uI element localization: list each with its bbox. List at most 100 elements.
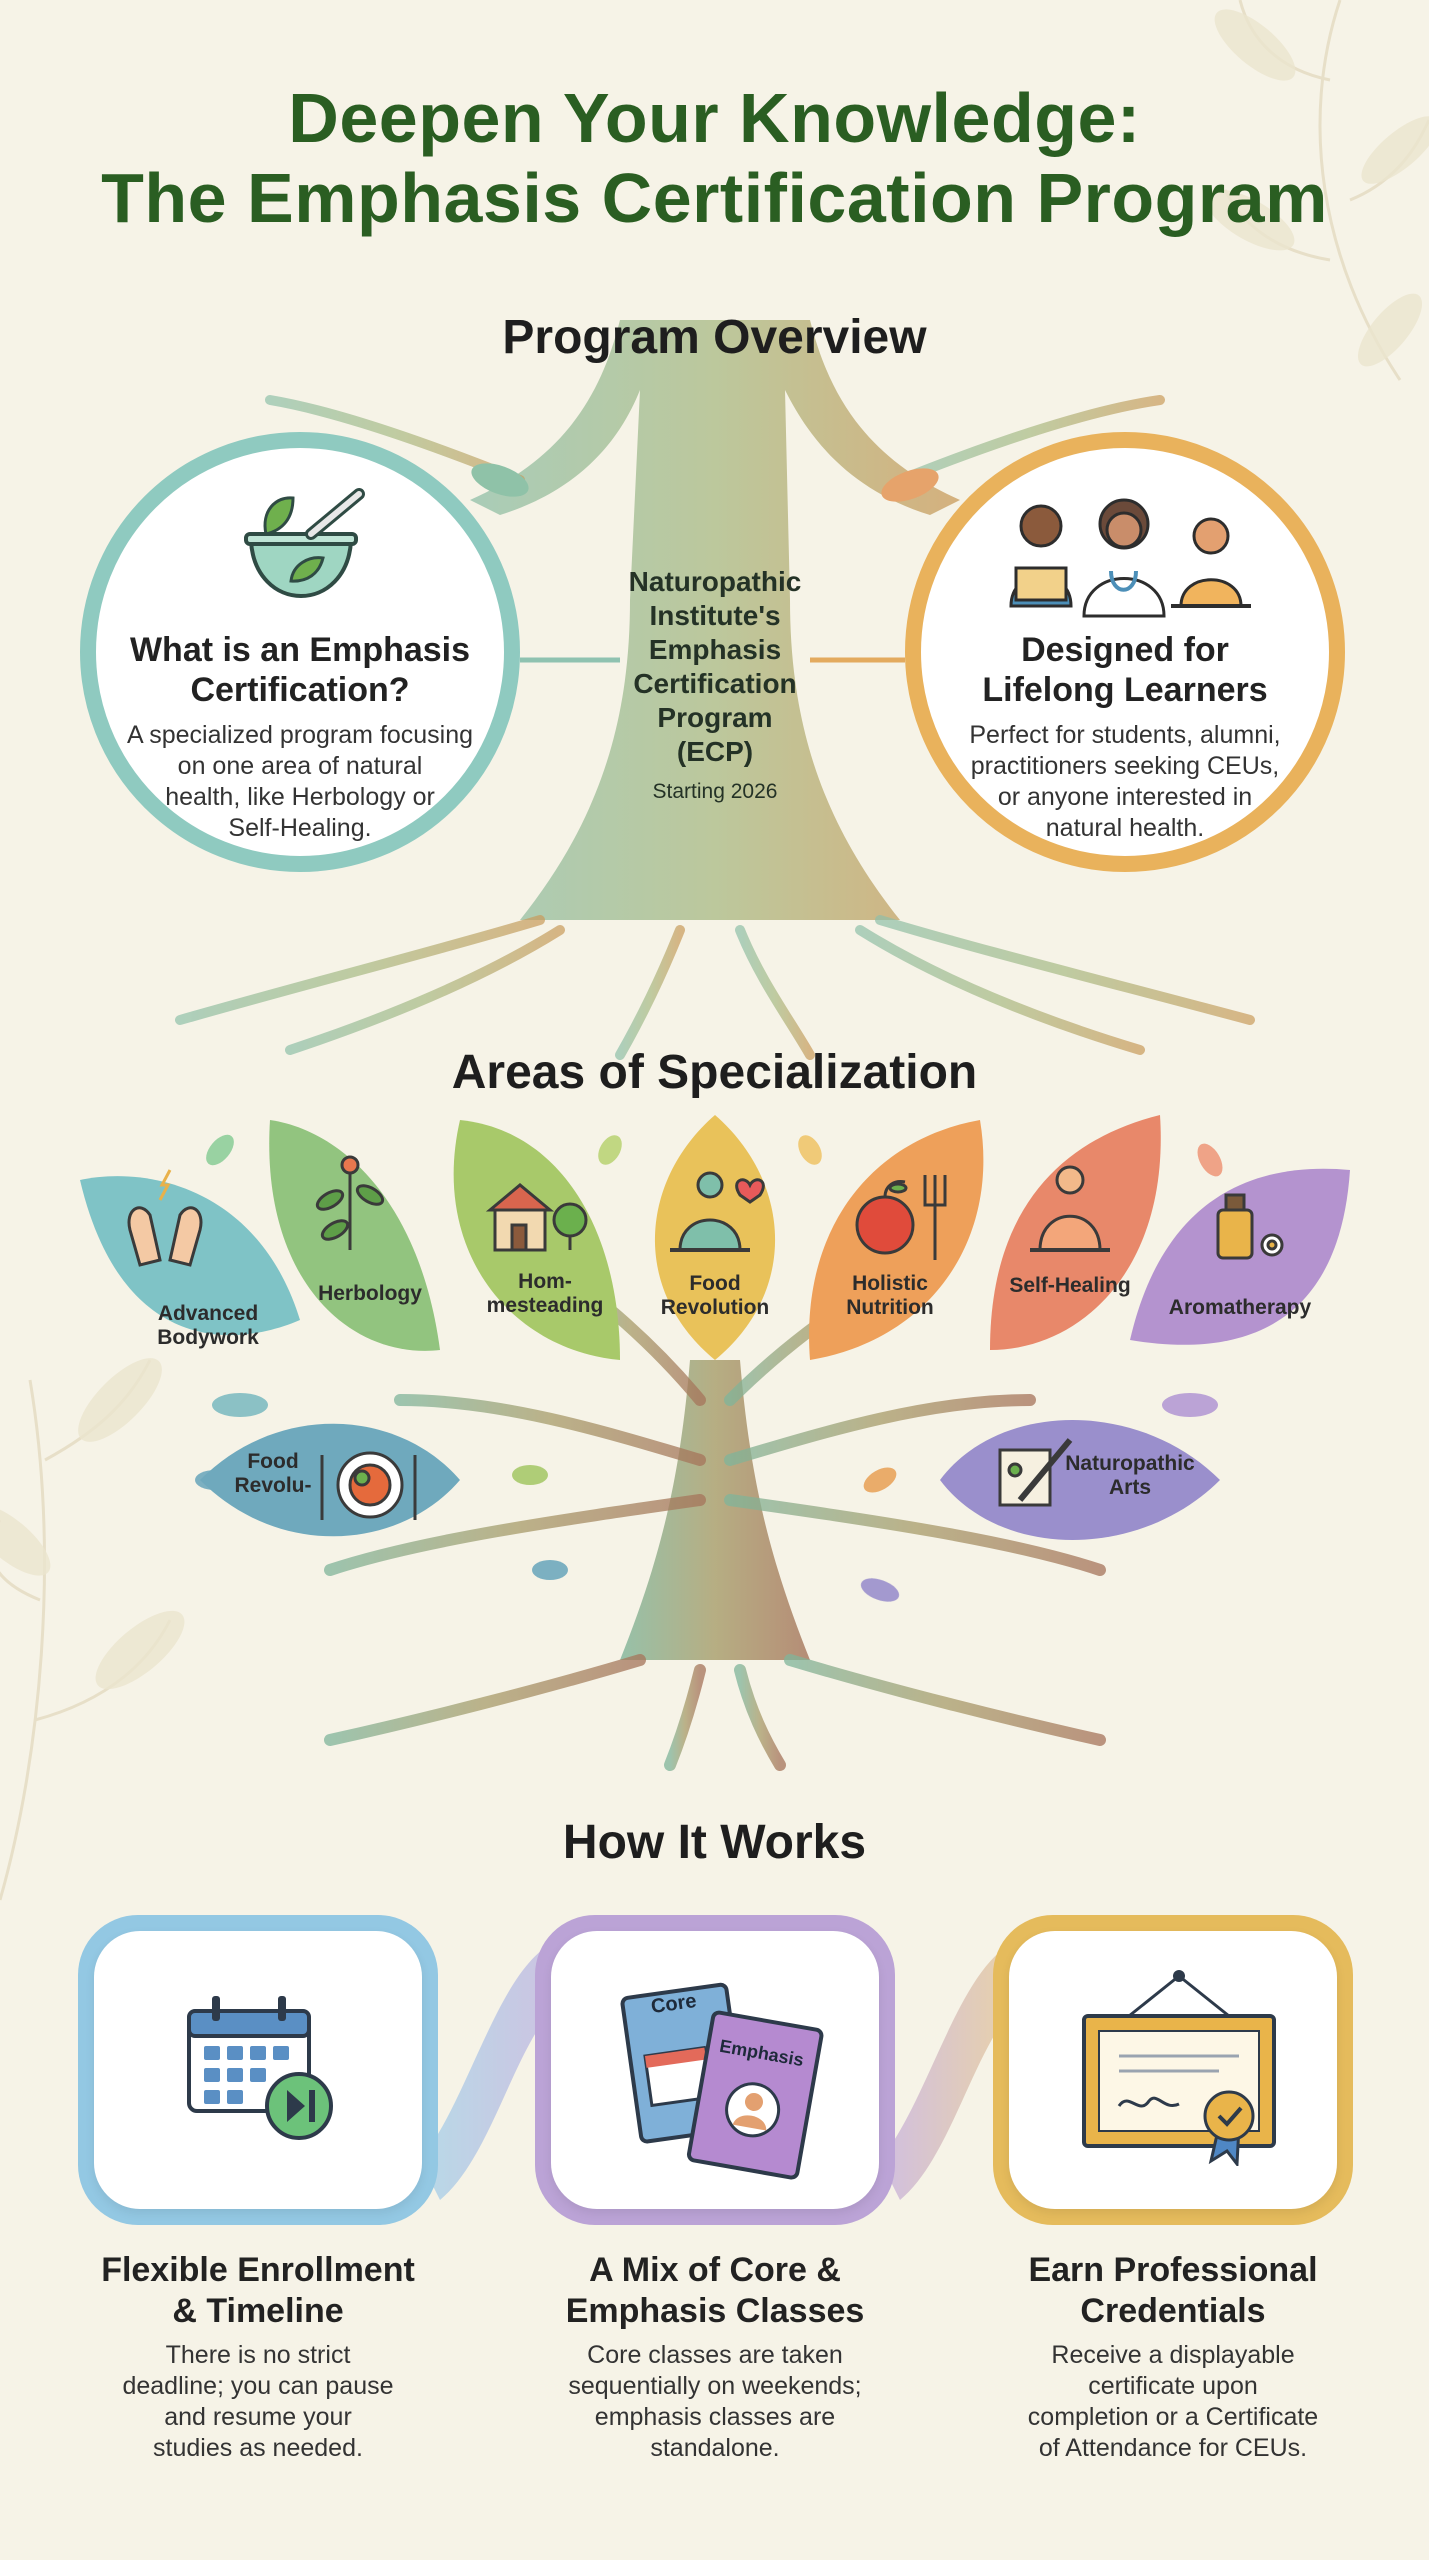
leaf-label-food-revolu: Food Revolu- (228, 1450, 318, 1498)
leaf-herbology (269, 1120, 440, 1351)
body-line: completion or a Certificate (1027, 2403, 1319, 2431)
body-line: Perfect for students, alumni, (969, 721, 1281, 749)
books-icon (620, 1982, 824, 2180)
program-overview-title: Program Overview (502, 311, 927, 364)
page-title-line-1: Deepen Your Knowledge: (288, 79, 1141, 157)
start-date: Starting 2026 (652, 780, 778, 803)
heading-line: A Mix of Core & (589, 2251, 841, 2289)
leaf-label-line: mesteading (486, 1294, 604, 1317)
step-heading-core-emphasis: A Mix of Core & Emphasis Classes (515, 2250, 915, 2332)
leaf-label-holistic-nutrition: Holistic Nutrition (820, 1272, 960, 1320)
heading-line: Credentials (1080, 2292, 1266, 2330)
heading-line: Lifelong Learners (982, 671, 1268, 709)
step-card-inner (1009, 1931, 1337, 2209)
lifelong-learners-card: Designed for Lifelong Learners Perfect f… (905, 432, 1345, 872)
specialization-tree (80, 1115, 1350, 1771)
apple-fork-icon (855, 1175, 947, 1260)
calendar-play-icon (187, 1996, 333, 2140)
leaf-label-advanced-bodywork: Advanced Bodywork (138, 1302, 278, 1350)
program-name-line: Emphasis (648, 634, 782, 665)
step-body-professional-credentials: Receive a displayable certificate upon c… (973, 2340, 1373, 2464)
hands-icon (127, 1169, 203, 1267)
heading-line: Designed for (1021, 631, 1229, 669)
body-line: A specialized program focusing (126, 721, 474, 749)
paintbrush-icon (998, 1438, 1073, 1507)
emphasis-card-body: A specialized program focusing on one ar… (116, 720, 484, 844)
heading-line: Emphasis Classes (565, 2292, 865, 2330)
heading-line: & Timeline (172, 2292, 344, 2330)
step-body-core-emphasis: Core classes are taken sequentially on w… (515, 2340, 915, 2464)
step-heading-flexible-enrollment: Flexible Enrollment & Timeline (58, 2250, 458, 2332)
body-line: Receive a displayable (1051, 2341, 1295, 2369)
leaf-label-food-revolution: Food Revolution (645, 1272, 785, 1320)
program-name-line: Program (657, 702, 773, 733)
leaf-label-self-healing: Self-Healing (995, 1274, 1145, 1298)
heading-line: Certification? (190, 671, 410, 709)
body-line: emphasis classes are (594, 2403, 836, 2431)
leaf-food-revolution-2 (200, 1423, 460, 1537)
leaf-label-line: Aromatherapy (1168, 1296, 1312, 1319)
leaf-label-line: Herbology (318, 1282, 422, 1305)
emphasis-certification-card: What is an Emphasis Certification? A spe… (80, 432, 520, 872)
emphasis-card-heading: What is an Emphasis Certification? (116, 630, 484, 710)
step-card-professional-credentials (993, 1915, 1353, 2225)
step-card-core-emphasis: Core Emphasis (535, 1915, 895, 2225)
how-it-works-title: How It Works (562, 1816, 867, 1869)
yoga-icon (1030, 1165, 1110, 1252)
body-line: Self-Healing. (228, 814, 372, 842)
oil-bottle-icon (1216, 1193, 1284, 1260)
step-card-flexible-enrollment (78, 1915, 438, 2225)
leaf-label-line: Hom- (518, 1270, 572, 1293)
herb-plant-icon (315, 1155, 385, 1250)
learners-icon (1009, 498, 1251, 618)
body-line: There is no strict (165, 2341, 351, 2369)
step-card-inner (94, 1931, 422, 2209)
program-name-line: Naturopathic (628, 566, 802, 597)
leaf-label-naturopathic-arts: Naturopathic Arts (1055, 1452, 1205, 1500)
program-name: Naturopathic Institute's Emphasis Certif… (580, 565, 850, 809)
plate-icon (320, 1451, 417, 1520)
step-card-inner: Core Emphasis (551, 1931, 879, 2209)
program-name-line: Certification (633, 668, 797, 699)
leaf-label-line: Holistic (852, 1272, 928, 1295)
body-line: Core classes are taken (587, 2341, 843, 2369)
body-line: and resume your (164, 2403, 352, 2431)
step-heading-professional-credentials: Earn Professional Credentials (973, 2250, 1373, 2332)
learners-card-body: Perfect for students, alumni, practition… (941, 720, 1309, 844)
program-name-line: Institute's (649, 600, 781, 631)
leaf-label-line: Advanced (157, 1302, 259, 1325)
body-line: or anyone interested in (997, 783, 1253, 811)
leaf-label-line: Food (247, 1450, 299, 1473)
body-line: sequentially on weekends; (568, 2372, 862, 2400)
certificate-icon (1082, 1970, 1276, 2166)
body-line: health, like Herbology or (165, 783, 435, 811)
body-line: deadline; you can pause (122, 2372, 394, 2400)
body-line: standalone. (650, 2434, 780, 2462)
page-title-line-2: The Emphasis Certification Program (101, 159, 1328, 237)
leaf-label-line: Food (689, 1272, 741, 1295)
leaf-label-aromatherapy: Aromatherapy (1160, 1296, 1320, 1320)
meditation-icon (670, 1171, 765, 1252)
body-line: of Attendance for CEUs. (1038, 2434, 1308, 2462)
learners-card-heading: Designed for Lifelong Learners (941, 630, 1309, 710)
areas-of-specialization-title: Areas of Specialization (451, 1046, 978, 1099)
tree-upper-illustration (175, 320, 1255, 1060)
leaf-label-herbology: Herbology (300, 1282, 440, 1306)
leaf-label-line: Revolution (660, 1296, 770, 1319)
step-body-flexible-enrollment: There is no strict deadline; you can pau… (58, 2340, 458, 2464)
house-icon (485, 1183, 588, 1252)
heading-line: What is an Emphasis (129, 631, 471, 669)
leaf-label-line: Bodywork (157, 1326, 259, 1349)
leaf-label-line: Nutrition (846, 1296, 934, 1319)
leaf-label-line: Self-Healing (1009, 1274, 1131, 1297)
body-line: natural health. (1045, 814, 1205, 842)
program-name-line: (ECP) (676, 736, 754, 767)
body-line: on one area of natural (177, 752, 423, 780)
leaf-label-line: Arts (1108, 1476, 1151, 1499)
leaf-label-homesteading: Hom- mesteading (470, 1270, 620, 1318)
leaf-label-line: Naturopathic (1065, 1452, 1195, 1475)
leaf-label-line: Revolu- (234, 1474, 312, 1497)
body-line: certificate upon (1088, 2372, 1258, 2400)
